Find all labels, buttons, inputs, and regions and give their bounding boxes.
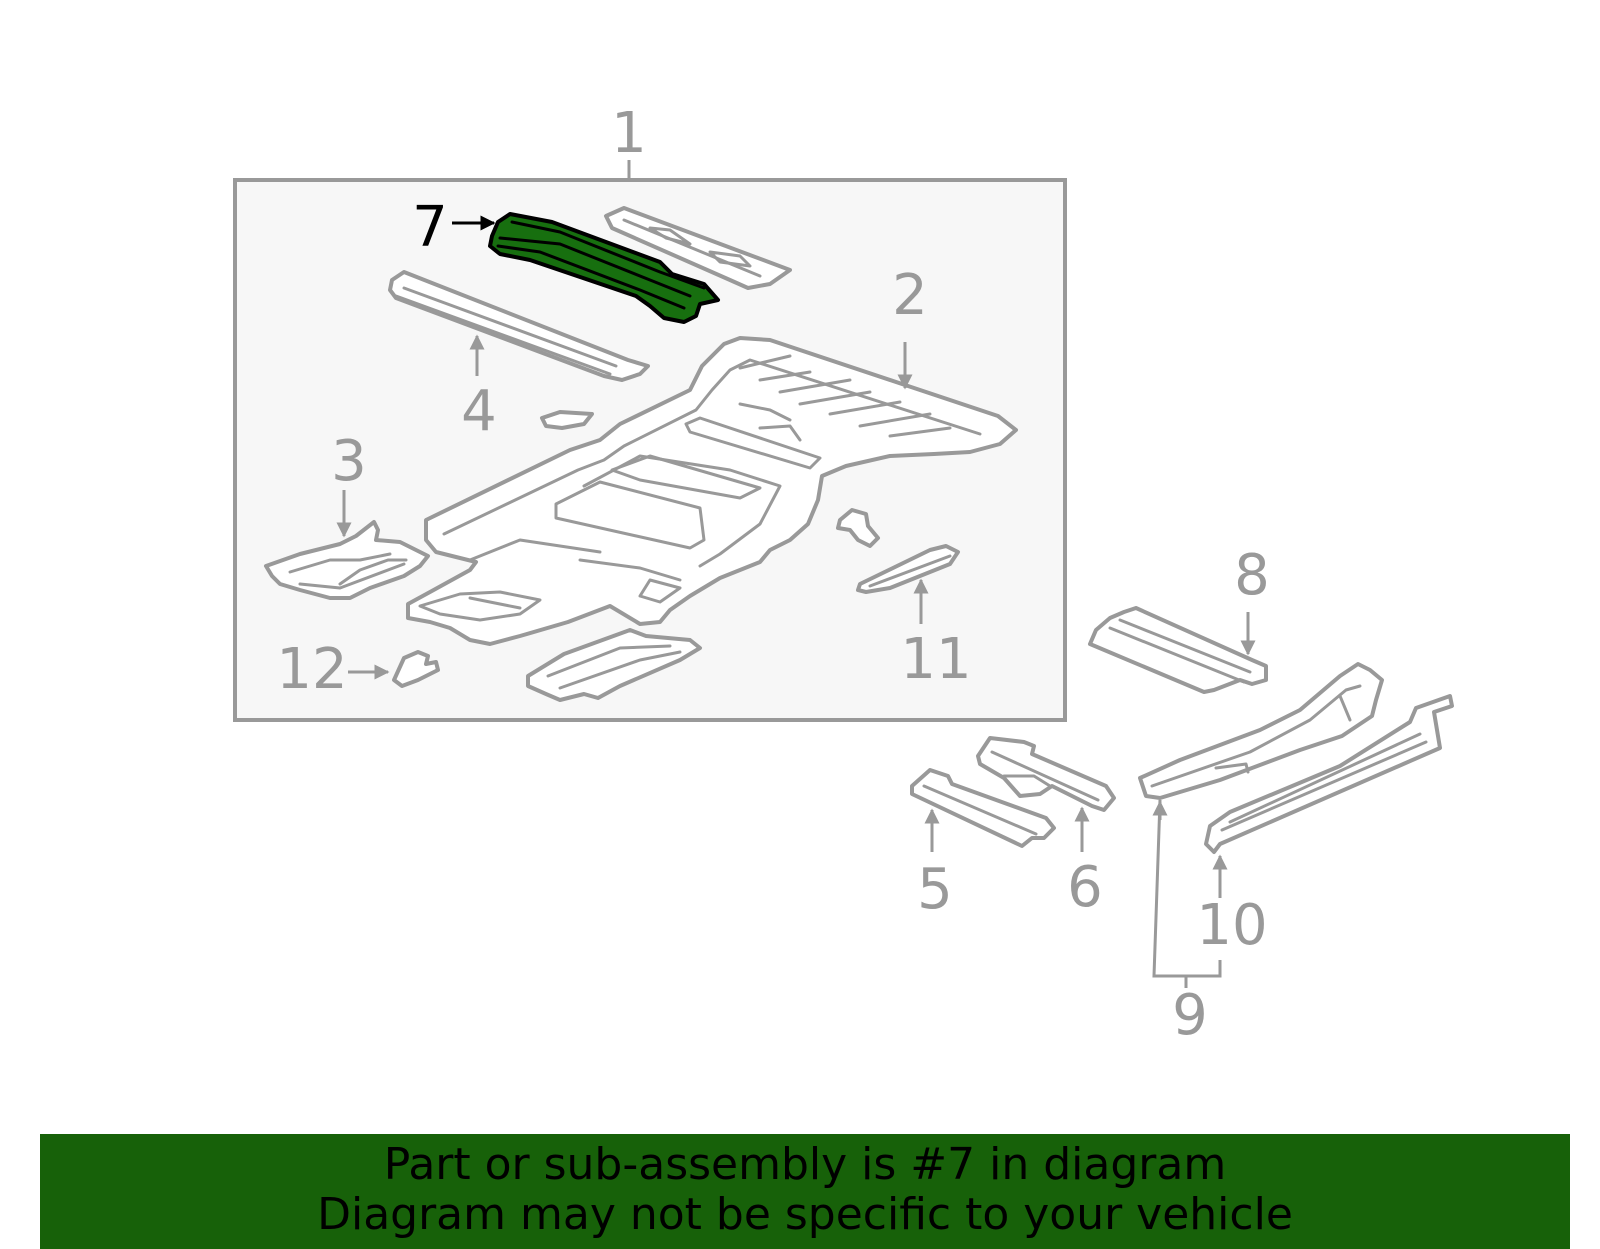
callout-8: 8 — [1234, 543, 1270, 608]
callout-5: 5 — [917, 857, 953, 922]
part-6-bracket — [976, 736, 1116, 812]
callout-12: 12 — [276, 637, 347, 702]
callout-10: 10 — [1196, 893, 1267, 958]
part-7-crossmember[interactable] — [488, 212, 720, 324]
callout-3: 3 — [331, 429, 367, 494]
callout-2: 2 — [892, 263, 928, 328]
callout-6: 6 — [1067, 855, 1103, 920]
callout-11: 11 — [900, 627, 971, 692]
banner-line-1: Part or sub-assembly is #7 in diagram — [383, 1139, 1227, 1190]
part-12-bracket — [392, 650, 440, 688]
part-9-side-rail — [1138, 662, 1384, 800]
part-8-crossmember — [1088, 606, 1268, 694]
part-4-rail — [388, 270, 650, 382]
upper-crossmember — [604, 206, 792, 290]
callout-4: 4 — [461, 379, 497, 444]
callout-1: 1 — [611, 101, 647, 166]
small-bracket — [540, 410, 594, 430]
lower-crossmember — [526, 628, 702, 702]
callout-9: 9 — [1172, 983, 1208, 1048]
part-11-plate — [856, 544, 960, 594]
banner-line-2: Diagram may not be specific to your vehi… — [317, 1189, 1293, 1240]
info-banner: Part or sub-assembly is #7 in diagram Di… — [40, 1134, 1570, 1249]
small-mount-bracket — [836, 508, 880, 548]
part-10-side-rail — [1204, 694, 1454, 854]
part-5-bracket — [910, 768, 1056, 848]
part-2-floor-pan — [406, 336, 1018, 646]
part-3-front-floor — [264, 520, 430, 600]
callout-7: 7 — [412, 195, 448, 260]
